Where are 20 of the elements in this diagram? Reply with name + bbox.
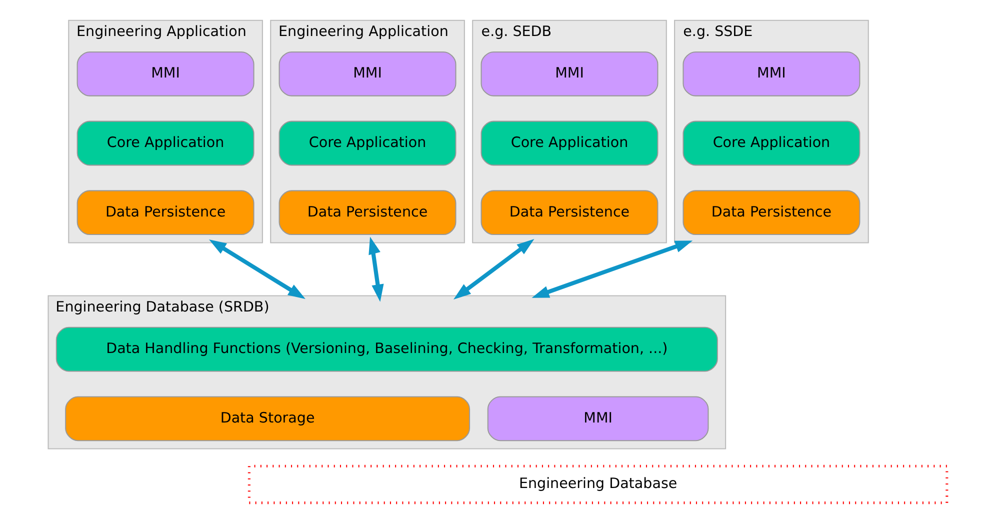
- node-box: Data Persistence: [682, 190, 860, 236]
- arrow: [454, 239, 534, 300]
- node-box: Core Application: [278, 120, 456, 166]
- node-box: Core Application: [76, 120, 254, 166]
- arrow: [532, 240, 693, 298]
- node-box: MMI: [480, 51, 658, 96]
- node-box: Data Storage: [65, 396, 470, 442]
- node-box: Core Application: [480, 120, 658, 166]
- node-box: Data Handling Functions (Versioning, Baselining, Checking, Transformation, ...): [56, 326, 718, 372]
- node-box: MMI: [682, 51, 860, 96]
- node-box: Core Application: [682, 120, 860, 166]
- node-box: Data Persistence: [278, 190, 456, 236]
- node-box: Data Persistence: [480, 190, 658, 236]
- node-box: MMI: [76, 51, 254, 96]
- arrow: [209, 239, 306, 299]
- node-box: Engineering Database: [248, 464, 948, 504]
- arrow: [368, 236, 384, 302]
- node-box: Data Persistence: [76, 190, 254, 236]
- node-box: MMI: [278, 51, 456, 96]
- node-box: MMI: [487, 396, 709, 442]
